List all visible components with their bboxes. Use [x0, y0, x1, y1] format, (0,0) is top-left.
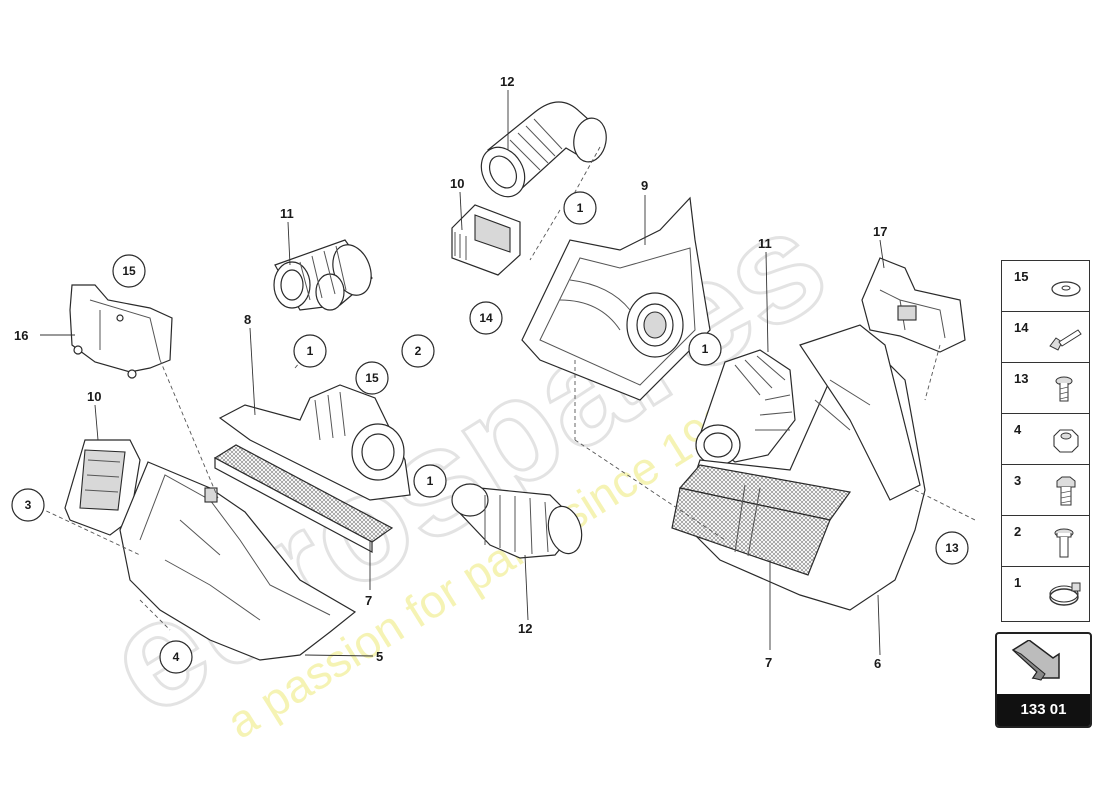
flange-bolt-icon — [1054, 528, 1074, 558]
svg-text:15: 15 — [122, 264, 136, 278]
callout-9: 9 — [641, 178, 648, 193]
callout-12-upper: 12 — [500, 74, 514, 89]
legend-row-15: 15 — [1002, 261, 1089, 312]
callouts: 12 10 9 11 17 11 8 16 10 7 12 5 7 6 1 15… — [11, 74, 969, 674]
callout-7-right: 7 — [765, 655, 772, 670]
callout-5: 5 — [376, 649, 383, 664]
legend-row-13: 13 — [1002, 363, 1089, 414]
part-5-lower-airbox — [119, 461, 357, 661]
callout-12-lower: 12 — [518, 621, 532, 636]
callout-8: 8 — [244, 312, 251, 327]
callout-circle-2: 2 — [401, 334, 435, 368]
callout-11-right: 11 — [758, 236, 772, 251]
legend-number: 1 — [1014, 575, 1022, 590]
svg-text:13: 13 — [945, 541, 959, 555]
hex-bolt-icon — [1056, 476, 1076, 506]
legend-row-14: 14 — [1002, 312, 1089, 363]
callout-circle-15-left: 15 — [112, 254, 146, 288]
callout-17: 17 — [873, 224, 887, 239]
svg-text:2: 2 — [415, 344, 422, 358]
callout-10-left: 10 — [87, 389, 101, 404]
callout-circle-3: 3 — [11, 488, 45, 522]
legend-number: 14 — [1014, 320, 1029, 335]
legend-number: 3 — [1014, 473, 1022, 488]
svg-text:1: 1 — [427, 474, 434, 488]
svg-text:14: 14 — [479, 311, 493, 325]
diagram-code: 133 01 — [997, 694, 1090, 726]
legend-number: 2 — [1014, 524, 1022, 539]
callout-circle-4: 4 — [159, 640, 193, 674]
svg-text:4: 4 — [173, 650, 180, 664]
legend-row-1: 1 — [1002, 567, 1089, 621]
callout-circle-1c: 1 — [688, 332, 722, 366]
direction-arrow-icon — [1011, 640, 1060, 681]
part-8-filter-cover — [218, 384, 411, 501]
callout-16: 16 — [14, 328, 28, 343]
callout-11-left: 11 — [280, 206, 294, 221]
svg-text:15: 15 — [365, 371, 379, 385]
part-16-bracket — [69, 284, 173, 379]
legend-number: 4 — [1014, 422, 1022, 437]
part-12-lower-hose — [451, 483, 583, 559]
washer-icon — [1051, 281, 1081, 297]
callout-circle-14: 14 — [469, 301, 503, 335]
callout-circle-1a: 1 — [563, 191, 597, 225]
callout-7-left: 7 — [365, 593, 372, 608]
callout-circle-1d: 1 — [413, 464, 447, 498]
callout-circle-15-mid: 15 — [355, 361, 389, 395]
legend-row-3: 3 — [1002, 465, 1089, 516]
callout-circle-13: 13 — [935, 531, 969, 565]
legend-number: 13 — [1014, 371, 1029, 386]
part-11-left-hose — [273, 239, 373, 311]
small-parts-legend: 15 14 13 4 3 2 — [1001, 260, 1090, 622]
screw-icon — [1055, 376, 1073, 402]
part-10-left-sensor — [64, 439, 141, 536]
leader-lines — [39, 90, 976, 657]
bolt-long-icon — [1049, 329, 1082, 351]
part-11-right-hose — [695, 349, 796, 466]
callout-10-upper: 10 — [450, 176, 464, 191]
part-9-upper-airbox — [521, 196, 711, 401]
legend-row-2: 2 — [1002, 516, 1089, 567]
diagram-reference-box: 133 01 — [995, 632, 1092, 728]
legend-number: 15 — [1014, 269, 1029, 284]
part-7-left-filter — [213, 444, 394, 554]
svg-text:1: 1 — [702, 342, 709, 356]
svg-text:1: 1 — [577, 201, 584, 215]
svg-text:1: 1 — [307, 344, 314, 358]
legend-row-4: 4 — [1002, 414, 1089, 465]
svg-text:3: 3 — [25, 498, 32, 512]
callout-circle-1b: 1 — [293, 334, 327, 368]
callout-6: 6 — [874, 656, 881, 671]
hose-clamp-icon — [1049, 582, 1081, 606]
hex-nut-icon — [1053, 429, 1079, 453]
part-10-upper-sensor — [451, 204, 521, 276]
part-7-right-filter — [671, 464, 852, 576]
part-12-upper-hose — [480, 101, 607, 198]
part-17-bracket — [861, 257, 966, 353]
